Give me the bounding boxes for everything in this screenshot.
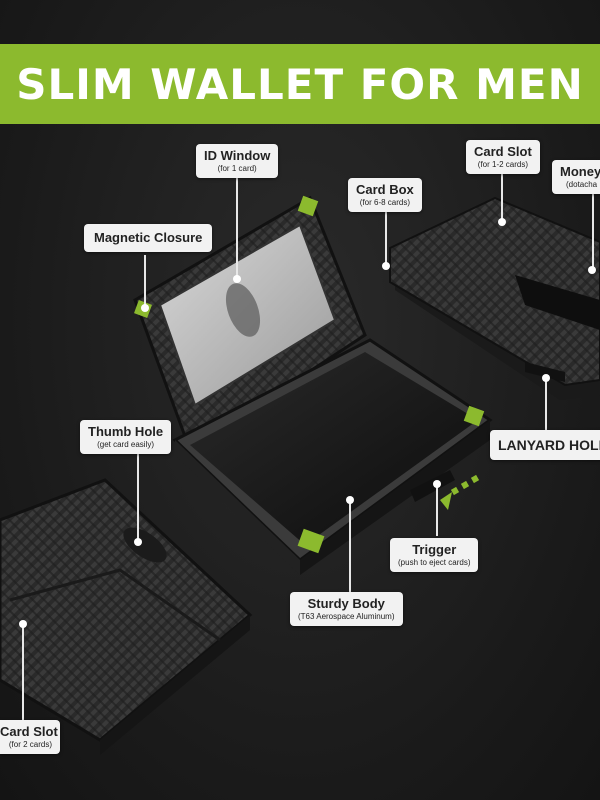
callout-subtitle: (for 6-8 cards) <box>359 198 411 207</box>
callout-subtitle: (T63 Aerospace Aluminum) <box>298 612 395 621</box>
wallet-flap <box>133 195 367 453</box>
callout-sturdy-body: Sturdy Body (T63 Aerospace Aluminum) <box>290 592 403 626</box>
callout-trigger: Trigger (push to eject cards) <box>390 538 479 572</box>
leader-magnetic-closure <box>144 255 146 305</box>
leader-lanyard-hole <box>545 378 547 430</box>
pointer-money <box>588 266 596 274</box>
pointer-card-slot-top <box>498 218 506 226</box>
title-banner: SLIM WALLET FOR MEN <box>0 44 600 124</box>
trigger-arrow-icon <box>440 474 480 510</box>
leader-thumb-hole <box>137 450 139 540</box>
banner-title: SLIM WALLET FOR MEN <box>16 59 584 109</box>
leader-money <box>592 190 594 270</box>
callout-card-box: Card Box (for 6-8 cards) <box>348 178 422 212</box>
leader-card-slot-bottom <box>22 625 24 721</box>
wallet-front-view <box>0 478 253 755</box>
pointer-card-box <box>382 262 390 270</box>
callout-title: Magnetic Closure <box>94 230 203 245</box>
callout-title: ID Window <box>204 148 271 163</box>
callout-lanyard-hole: LANYARD HOLE <box>490 430 600 460</box>
pointer-magnetic-closure <box>141 304 149 312</box>
callout-title: Card Slot <box>474 144 532 159</box>
callout-card-slot-bottom: Card Slot (for 2 cards) <box>0 720 60 754</box>
callout-subtitle: (dotacha <box>566 180 598 189</box>
callout-subtitle: (get card easily) <box>97 440 155 449</box>
wallet-body <box>172 338 493 575</box>
leader-trigger <box>436 484 438 536</box>
pointer-card-slot-bottom <box>19 620 27 628</box>
leader-card-slot-top <box>501 170 503 220</box>
callout-card-slot-top: Card Slot (for 1-2 cards) <box>466 140 540 174</box>
callout-title: Trigger <box>412 542 457 557</box>
callout-title: Card Slot <box>0 724 58 739</box>
callout-title: Card Box <box>356 182 414 197</box>
callout-title: Thumb Hole <box>88 424 164 439</box>
pointer-lanyard-hole <box>542 374 550 382</box>
leader-card-box <box>385 208 387 264</box>
leader-id-window <box>236 173 238 277</box>
callout-subtitle: (for 2 cards) <box>8 740 52 749</box>
callout-subtitle: (for 1 card) <box>217 164 257 173</box>
callout-subtitle: (for 1-2 cards) <box>477 160 529 169</box>
leader-sturdy-body <box>349 500 351 592</box>
callout-title: LANYARD HOLE <box>498 437 600 453</box>
callout-title: Money <box>560 164 600 179</box>
callout-id-window: ID Window (for 1 card) <box>196 144 279 178</box>
pointer-thumb-hole <box>134 538 142 546</box>
wallet-back-view <box>389 196 600 400</box>
pointer-sturdy-body <box>346 496 354 504</box>
callout-title: Sturdy Body <box>307 596 385 611</box>
callout-magnetic-closure: Magnetic Closure <box>84 224 213 252</box>
callout-thumb-hole: Thumb Hole (get card easily) <box>80 420 172 454</box>
pointer-trigger <box>433 480 441 488</box>
callout-subtitle: (push to eject cards) <box>398 558 471 567</box>
callout-money: Money (dotacha <box>552 160 600 194</box>
pointer-id-window <box>233 275 241 283</box>
